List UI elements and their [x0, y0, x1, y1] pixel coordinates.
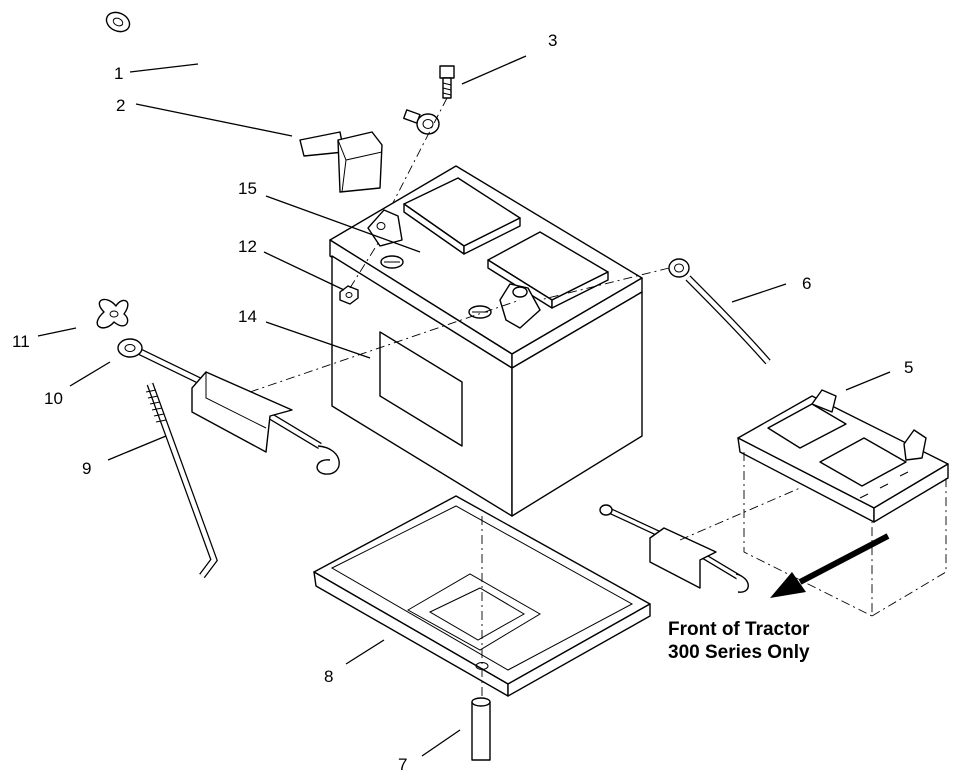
callout-6: 6	[802, 274, 811, 293]
callout-8: 8	[324, 667, 333, 686]
callout-5: 5	[904, 358, 913, 377]
callout-7: 7	[398, 755, 407, 774]
note-line-1: Front of Tractor	[668, 619, 810, 640]
callout-3: 3	[548, 31, 557, 50]
part-5-small-battery	[599, 389, 949, 617]
callout-11: 11	[12, 332, 30, 351]
callout-9: 9	[82, 459, 91, 478]
hold-down-assembly	[96, 298, 521, 579]
callout-2: 2	[116, 96, 125, 115]
leader-lines	[37, 55, 891, 757]
part-1-cable	[105, 11, 440, 135]
part-8-tray	[313, 495, 651, 700]
callouts: 1 2 3 15 12 14 6 5 11 10 9 8 7	[12, 31, 913, 774]
part-7-spacer	[471, 697, 491, 761]
callout-1: 1	[114, 64, 123, 83]
callout-14: 14	[238, 307, 257, 326]
callout-10: 10	[44, 389, 63, 408]
callout-15: 15	[238, 179, 257, 198]
main-battery	[329, 165, 643, 517]
part-6-cable	[539, 258, 771, 365]
note-line-2: 300 Series Only	[668, 642, 810, 663]
callout-12: 12	[238, 237, 257, 256]
part-2-terminal-boot	[299, 131, 383, 193]
front-of-tractor-note: Front of Tractor 300 Series Only	[668, 619, 810, 663]
